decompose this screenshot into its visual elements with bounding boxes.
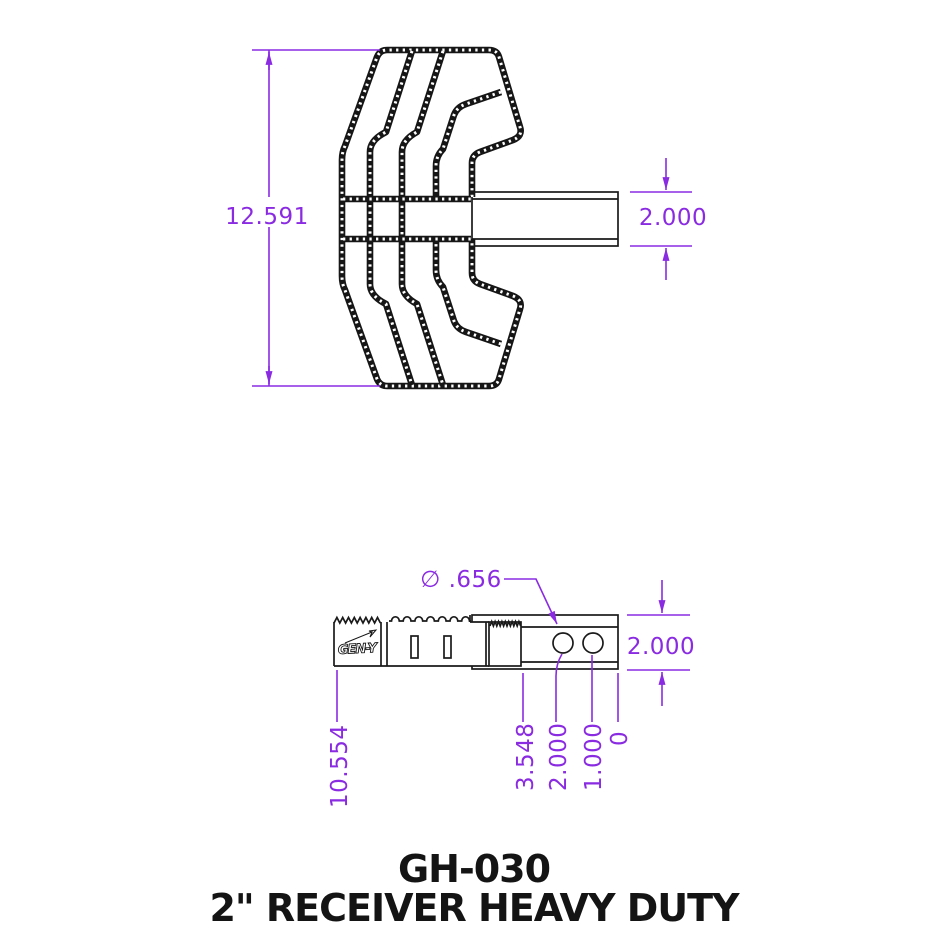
pin-hole-1 [552,632,574,654]
side-view: GEN-Y ∅ .656 2.000 [327,567,695,808]
geny-logo: GEN-Y [338,641,379,658]
receiver-height-label: 2.000 [627,634,695,660]
top-view-shaft-tube [471,191,619,247]
ordinate-label-0: 0 [607,731,633,746]
serration-collar [489,619,522,629]
top-view: 12.591 2.000 [225,50,707,386]
part-number: GH-030 [398,847,550,891]
ordinate-label-2-000: 2.000 [546,723,572,791]
title-block: GH-030 2" RECEIVER HEAVY DUTY [209,847,741,930]
wing-ribs [370,51,443,385]
dim-receiver-height: 2.000 [627,580,695,706]
pin-hole-2 [582,632,604,654]
ordinate-dimensions: 10.554 3.548 2.000 1.000 0 [327,653,633,808]
slot-right [443,635,452,659]
wing-center-bands [343,199,471,239]
ordinate-label-3-548: 3.548 [513,723,539,791]
dim-hole-diameter: ∅ .656 [420,567,558,625]
dim-overall-height: 12.591 [225,49,380,387]
part-name: 2" RECEIVER HEAVY DUTY [209,886,740,930]
serration-scallop [389,615,471,622]
slot-left [410,635,419,659]
logo-arrow-icon [344,629,378,644]
ordinate-label-1-000: 1.000 [581,723,607,791]
shaft-height-label: 2.000 [639,205,707,231]
slider-bar: GEN-Y [333,615,489,667]
serration-fine [333,615,382,625]
overall-height-label: 12.591 [225,204,308,230]
hole-diameter-label: ∅ .656 [420,567,502,593]
collar [488,619,522,667]
dim-shaft-height: 2.000 [630,158,707,280]
ordinate-label-10-554: 10.554 [327,725,353,808]
